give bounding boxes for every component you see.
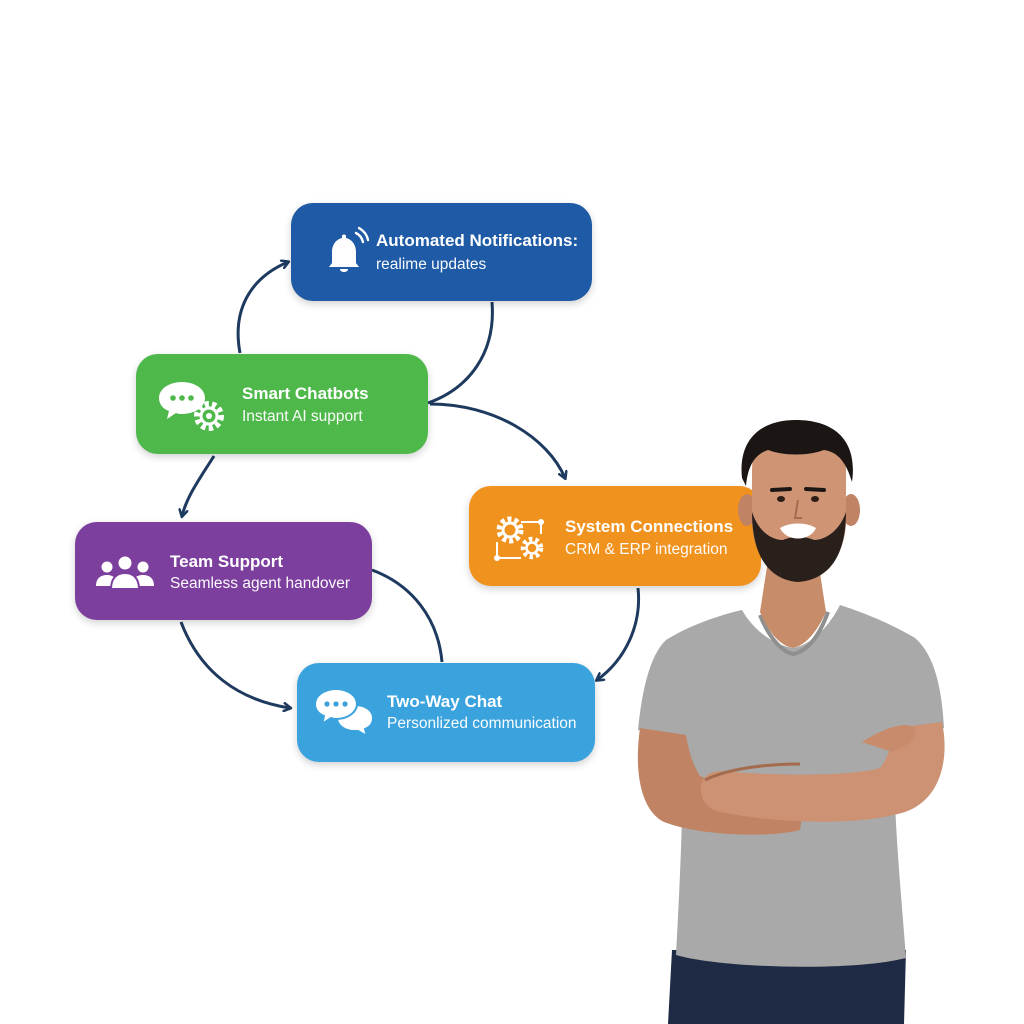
right-arm [700, 722, 945, 822]
node-title: Smart Chatbots [242, 384, 369, 403]
node-subtitle: Personlized communication [387, 715, 577, 732]
node-automated-notifications: Automated Notifications: realime updates [291, 203, 592, 301]
node-title: System Connections [565, 517, 734, 536]
node-subtitle: CRM & ERP integration [565, 541, 728, 558]
node-subtitle: Seamless agent handover [170, 575, 351, 592]
arrow-chatbots-to-team [182, 455, 216, 516]
node-subtitle: Instant AI support [242, 408, 363, 425]
arrow-connections-to-twoway [597, 587, 641, 680]
hand [862, 725, 916, 752]
node-system-connections: System Connections CRM & ERP integration [469, 486, 761, 586]
ear-right [842, 494, 860, 526]
node-subtitle: realime updates [376, 256, 487, 273]
jeans [668, 950, 906, 1024]
arrow-chatbots-to-notifications [236, 262, 288, 354]
node-title: Automated Notifications: [376, 231, 579, 250]
node-team-support: Team Support Seamless agent handover [75, 522, 372, 620]
bell-icon [309, 223, 381, 283]
node-title: Two-Way Chat [387, 692, 503, 711]
hair [741, 420, 853, 486]
connector-team-to-twoway [371, 568, 444, 663]
beard [752, 512, 846, 582]
arrow-chatbots-to-connections [429, 402, 565, 478]
gears-network-icon [485, 508, 557, 568]
team-users-icon [89, 542, 161, 602]
node-two-way-chat: Two-Way Chat Personlized communication [297, 663, 595, 762]
node-smart-chatbots: Smart Chatbots Instant AI support [136, 354, 428, 454]
ear-left [738, 494, 756, 526]
chatbot-gear-icon [154, 376, 226, 436]
node-title: Team Support [170, 552, 284, 571]
arrow-team-to-twoway [179, 621, 290, 708]
chat-bubbles-icon [311, 683, 383, 743]
connector-notifications-to-chatbots [427, 301, 494, 405]
